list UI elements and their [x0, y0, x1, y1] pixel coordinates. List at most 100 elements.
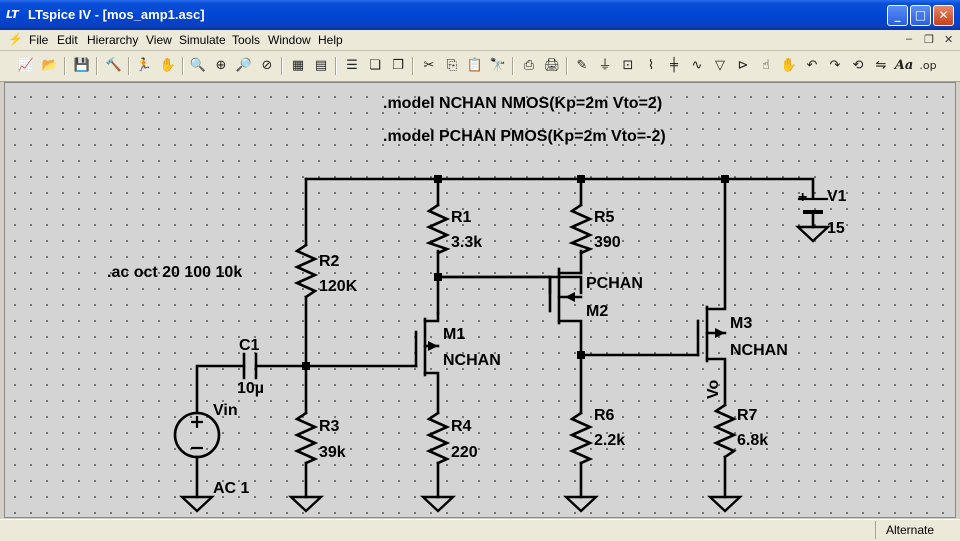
menu-hierarchy[interactable]: Hierarchy	[87, 33, 139, 47]
menu-simulate[interactable]: Simulate	[179, 33, 226, 47]
resistor-r6-symbol	[568, 411, 594, 465]
svg-text:+: +	[798, 189, 807, 206]
mdi-restore-button[interactable]: ❐	[924, 34, 934, 46]
run-icon[interactable]: 🏃	[135, 58, 153, 73]
zoom-cancel-icon[interactable]: ⊘	[261, 58, 273, 73]
save-icon[interactable]: 💾	[73, 58, 91, 73]
menu-tools[interactable]: Tools	[232, 33, 261, 47]
ground-icon[interactable]: ⏚	[598, 58, 612, 73]
resistor-r1-symbol	[425, 203, 451, 255]
resistor-icon[interactable]: ⌇	[647, 58, 655, 73]
copy-icon[interactable]: ⎘	[446, 58, 458, 73]
minimize-button[interactable]: _	[887, 5, 908, 26]
zoom-in-icon[interactable]: 🔍	[189, 58, 207, 73]
r1-name[interactable]: R1	[451, 209, 472, 226]
ground-symbols	[178, 225, 832, 513]
m3-arrow	[715, 328, 725, 338]
schematic-drawing[interactable]: + .model NCHAN NMOS(Kp=2m Vto=2) .model …	[5, 83, 956, 518]
status-mode: Alternate	[885, 523, 934, 537]
m2-name[interactable]: M2	[586, 303, 608, 320]
mirror-icon[interactable]: ⇋	[875, 58, 887, 73]
resistor-r7-symbol	[712, 403, 738, 459]
menu-help[interactable]: Help	[318, 33, 343, 47]
menu-view[interactable]: View	[146, 33, 172, 47]
print-setup-icon[interactable]: ⎙	[523, 58, 535, 73]
c1-value[interactable]: 10µ	[237, 380, 264, 397]
capacitor-c1-symbol	[242, 352, 258, 380]
m3-model[interactable]: NCHAN	[730, 342, 788, 359]
r7-name[interactable]: R7	[737, 407, 758, 424]
m2-arrow	[565, 292, 575, 302]
r5-name[interactable]: R5	[594, 209, 615, 226]
menu-window[interactable]: Window	[268, 33, 311, 47]
m1-model[interactable]: NCHAN	[443, 352, 501, 369]
directive-ac-analysis[interactable]: .ac oct 20 100 10k	[107, 264, 242, 281]
window-title: LTspice IV - [mos_amp1.asc]	[28, 7, 205, 22]
r3-name[interactable]: R3	[319, 418, 340, 435]
rotate-icon[interactable]: ⟲	[852, 58, 864, 73]
document-system-icon[interactable]: ⚡	[8, 32, 23, 46]
c1-name[interactable]: C1	[239, 337, 260, 354]
autorange-icon[interactable]: ▤	[314, 58, 328, 73]
control-panel-icon[interactable]: 🔨	[105, 58, 123, 73]
text-icon[interactable]: Aa	[894, 58, 914, 73]
r5-value[interactable]: 390	[594, 234, 621, 251]
vin-name[interactable]: Vin	[213, 402, 238, 419]
r7-value[interactable]: 6.8k	[737, 432, 768, 449]
schematic-canvas[interactable]: + .model NCHAN NMOS(Kp=2m Vto=2) .model …	[4, 82, 956, 518]
move-icon[interactable]: ☝	[762, 58, 770, 73]
m1-arrow	[428, 341, 438, 351]
find-icon[interactable]: 🔭	[489, 58, 507, 73]
menu-file[interactable]: File	[29, 33, 49, 47]
draw-wire-icon[interactable]: ✎	[576, 58, 588, 73]
resistor-r2-symbol	[293, 243, 319, 299]
resistor-r4-symbol	[425, 411, 451, 465]
mdi-minimize-button[interactable]: –	[906, 33, 913, 45]
vin-value[interactable]: AC 1	[213, 480, 250, 497]
r1-value[interactable]: 3.3k	[451, 234, 482, 251]
zoom-out-icon[interactable]: 🔎	[235, 58, 253, 73]
r2-value[interactable]: 120K	[319, 278, 358, 295]
r4-name[interactable]: R4	[451, 418, 472, 435]
resistor-r5-symbol	[568, 203, 594, 255]
cut-icon[interactable]: ✂	[423, 58, 435, 73]
maximize-button[interactable]: □	[910, 5, 931, 26]
component-icon[interactable]: ⊳	[737, 58, 749, 73]
waveform-icon[interactable]: ▦	[291, 58, 305, 73]
r4-value[interactable]: 220	[451, 444, 478, 461]
undo-icon[interactable]: ↶	[806, 58, 818, 73]
r6-name[interactable]: R6	[594, 407, 615, 424]
spice-directive-icon[interactable]: .op	[919, 59, 937, 72]
drag-icon[interactable]: ✋	[780, 58, 798, 73]
menu-edit[interactable]: Edit	[57, 33, 78, 47]
r3-value[interactable]: 39k	[319, 444, 346, 461]
new-schematic-icon[interactable]: 📈	[17, 58, 35, 73]
print-icon[interactable]: 🖨	[543, 58, 561, 73]
net-label-vo[interactable]: Vo	[705, 380, 722, 399]
tile-vertical-icon[interactable]: ❐	[392, 58, 404, 73]
halt-icon[interactable]: ✋	[159, 58, 177, 73]
pan-icon[interactable]: ⊕	[215, 58, 227, 73]
ltspice-app-icon[interactable]: LT	[6, 8, 19, 21]
title-bar: LT LTspice IV - [mos_amp1.asc] _ □ ✕	[0, 0, 960, 30]
paste-icon[interactable]: 📋	[466, 58, 484, 73]
directive-pmos-model[interactable]: .model PCHAN PMOS(Kp=2m Vto=-2)	[383, 128, 666, 145]
close-button[interactable]: ✕	[933, 5, 954, 26]
label-net-icon[interactable]: ⊡	[622, 58, 634, 73]
v1-value[interactable]: 15	[827, 220, 845, 237]
open-icon[interactable]: 📂	[41, 58, 59, 73]
v1-name[interactable]: V1	[827, 188, 847, 205]
redo-icon[interactable]: ↷	[829, 58, 841, 73]
m3-name[interactable]: M3	[730, 315, 752, 332]
m1-name[interactable]: M1	[443, 326, 465, 343]
cascade-icon[interactable]: ❏	[369, 58, 381, 73]
capacitor-icon[interactable]: ╪	[670, 58, 678, 73]
m2-model[interactable]: PCHAN	[586, 275, 643, 292]
diode-icon[interactable]: ▽	[715, 58, 725, 73]
inductor-icon[interactable]: ∿	[691, 58, 703, 73]
tile-horizontal-icon[interactable]: ☰	[346, 58, 358, 73]
mdi-close-button[interactable]: ✕	[944, 34, 954, 46]
directive-nmos-model[interactable]: .model NCHAN NMOS(Kp=2m Vto=2)	[383, 95, 662, 112]
r6-value[interactable]: 2.2k	[594, 432, 625, 449]
r2-name[interactable]: R2	[319, 253, 340, 270]
